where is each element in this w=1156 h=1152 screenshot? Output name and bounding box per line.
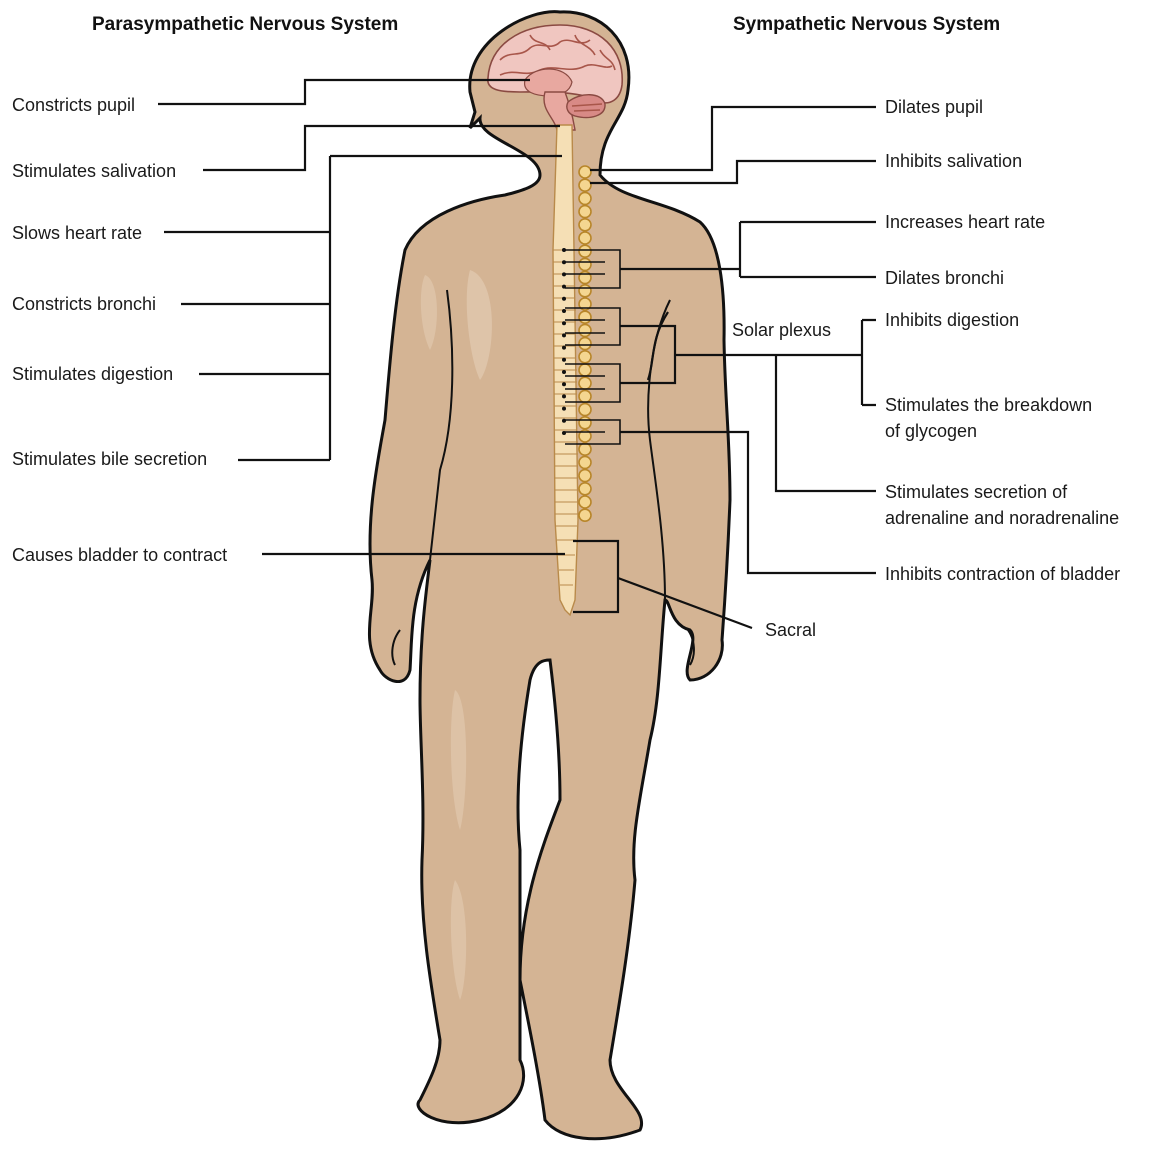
label-stimulates-salivation: Stimulates salivation — [12, 161, 176, 181]
label-constricts-bronchi: Constricts bronchi — [12, 294, 156, 314]
ganglion — [579, 258, 591, 270]
ganglion — [579, 404, 591, 416]
ganglion — [579, 443, 591, 455]
ganglion — [579, 192, 591, 204]
ganglion — [579, 166, 591, 178]
header-parasympathetic: Parasympathetic Nervous System — [92, 14, 398, 35]
label-dilates-bronchi: Dilates bronchi — [885, 268, 1004, 288]
nerve-root-dot — [562, 297, 566, 301]
ganglion — [579, 232, 591, 244]
ganglion — [579, 456, 591, 468]
label-sacral: Sacral — [765, 620, 816, 640]
ganglion — [579, 417, 591, 429]
nerve-root-dot — [562, 333, 566, 337]
ganglion — [579, 179, 591, 191]
ganglion — [579, 496, 591, 508]
ganglion — [579, 509, 591, 521]
label-adrenaline-line2: adrenaline and noradrenaline — [885, 508, 1119, 528]
body-figure — [369, 12, 730, 1139]
label-stimulates-bile-secretion: Stimulates bile secretion — [12, 449, 207, 469]
nerve-root-dot — [562, 248, 566, 252]
nerve-root-dot — [562, 394, 566, 398]
label-constricts-pupil: Constricts pupil — [12, 95, 135, 115]
ganglion — [579, 245, 591, 257]
ganglion — [579, 324, 591, 336]
ganglion — [579, 311, 591, 323]
leader-inhibits-salivation — [590, 161, 876, 183]
label-inhibits-digestion: Inhibits digestion — [885, 310, 1019, 330]
nerve-root-dot — [562, 419, 566, 423]
ganglion — [579, 351, 591, 363]
ganglion — [579, 285, 591, 297]
label-glycogen-line1: Stimulates the breakdown — [885, 395, 1092, 415]
label-inhibits-bladder: Inhibits contraction of bladder — [885, 564, 1120, 584]
nerve-root-dot — [562, 370, 566, 374]
nerve-root-dot — [562, 285, 566, 289]
ganglion — [579, 377, 591, 389]
nerve-root-dot — [562, 407, 566, 411]
body-silhouette — [369, 12, 730, 1139]
label-stimulates-digestion: Stimulates digestion — [12, 364, 173, 384]
nerve-root-dot — [562, 309, 566, 313]
ganglion — [579, 364, 591, 376]
nerve-root-dot — [562, 431, 566, 435]
ganglion — [579, 470, 591, 482]
nerve-root-dot — [562, 260, 566, 264]
label-solar-plexus: Solar plexus — [732, 320, 831, 340]
nerve-root-dot — [562, 321, 566, 325]
ganglion — [579, 338, 591, 350]
nerve-root-dot — [562, 272, 566, 276]
label-causes-bladder-contract: Causes bladder to contract — [12, 545, 227, 565]
nerve-root-dot — [562, 382, 566, 386]
label-slows-heart-rate: Slows heart rate — [12, 223, 142, 243]
label-increases-heart-rate: Increases heart rate — [885, 212, 1045, 232]
label-adrenaline-line1: Stimulates secretion of — [885, 482, 1068, 502]
label-glycogen-line2: of glycogen — [885, 421, 977, 441]
nerve-root-dot — [562, 346, 566, 350]
ganglion — [579, 206, 591, 218]
ganglion — [579, 483, 591, 495]
ganglion — [579, 219, 591, 231]
ganglion — [579, 390, 591, 402]
label-dilates-pupil: Dilates pupil — [885, 97, 983, 117]
nerve-root-dot — [562, 358, 566, 362]
label-inhibits-salivation: Inhibits salivation — [885, 151, 1022, 171]
header-sympathetic: Sympathetic Nervous System — [733, 14, 1000, 35]
